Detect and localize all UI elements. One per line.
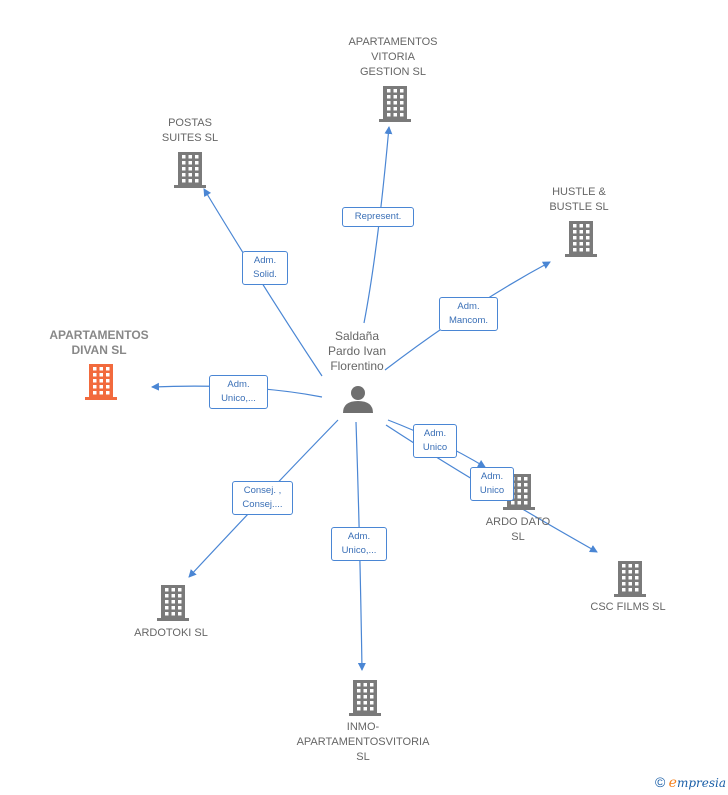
building-icon[interactable]	[349, 680, 381, 716]
relation-label-adm-solid[interactable]: Adm. Solid.	[242, 251, 288, 285]
company-node-apartamentos-divan[interactable]: APARTAMENTOS DIVAN SL	[14, 328, 184, 358]
company-name: INMO- APARTAMENTOSVITORIA SL	[296, 721, 430, 763]
center-person-node[interactable]: Saldaña Pardo Ivan Florentino	[272, 329, 442, 374]
company-name: ARDOTOKI SL	[134, 627, 208, 639]
building-icon[interactable]	[379, 86, 411, 122]
person-icon[interactable]	[343, 386, 373, 413]
company-name: ARDO DATO SL	[485, 516, 551, 543]
relation-label-adm-unico-inmo[interactable]: Adm. Unico,...	[331, 527, 387, 561]
relation-label-adm-unico-divan[interactable]: Adm. Unico,...	[209, 375, 268, 409]
empresia-footer[interactable]: © empresia	[655, 774, 726, 791]
company-node-ardo-dato[interactable]: ARDO DATO SL	[433, 515, 603, 545]
company-node-ardotoki[interactable]: ARDOTOKI SL	[86, 626, 256, 641]
relation-label-represent[interactable]: Represent.	[342, 207, 414, 227]
copyright-icon: ©	[654, 774, 666, 790]
relation-label-adm-mancom[interactable]: Adm. Mancom.	[439, 297, 498, 331]
company-name: CSC FILMS SL	[590, 601, 666, 613]
building-icon[interactable]	[174, 152, 206, 188]
building-icon[interactable]	[565, 221, 597, 257]
company-node-apartamentos-vitoria[interactable]: APARTAMENTOS VITORIA GESTION SL	[308, 35, 478, 80]
building-icon[interactable]	[85, 364, 117, 400]
relation-label-consej[interactable]: Consej. , Consej....	[232, 481, 293, 515]
relation-edge	[363, 126, 393, 324]
company-node-inmo-apartamentos[interactable]: INMO- APARTAMENTOSVITORIA SL	[278, 720, 448, 765]
company-name: APARTAMENTOS VITORIA GESTION SL	[348, 36, 438, 78]
center-person-name: Saldaña Pardo Ivan Florentino	[327, 329, 387, 373]
relation-edge	[203, 188, 323, 377]
company-node-hustle-bustle[interactable]: HUSTLE & BUSTLE SL	[494, 185, 664, 215]
icons-layer	[85, 86, 646, 716]
brand-logo-rest: mpresia	[676, 776, 726, 790]
company-name: APARTAMENTOS DIVAN SL	[49, 328, 149, 357]
brand-logo-initial: e	[668, 775, 677, 791]
company-name: POSTAS SUITES SL	[161, 117, 219, 144]
company-name: HUSTLE & BUSTLE SL	[549, 186, 609, 213]
relation-label-adm-unico-csc[interactable]: Adm. Unico	[470, 467, 514, 501]
relation-label-adm-unico-ardo[interactable]: Adm. Unico	[413, 424, 457, 458]
building-icon[interactable]	[614, 561, 646, 597]
building-icon[interactable]	[157, 585, 189, 621]
company-node-csc-films[interactable]: CSC FILMS SL	[543, 600, 713, 615]
company-node-postas-suites[interactable]: POSTAS SUITES SL	[105, 116, 275, 146]
